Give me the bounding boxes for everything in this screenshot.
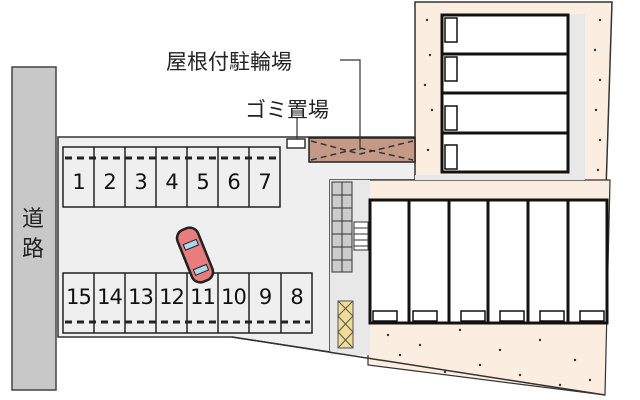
upper-building [440, 13, 570, 174]
parking-row-bottom [62, 272, 313, 334]
car-icon [175, 226, 215, 284]
road [11, 66, 57, 391]
parking-stall-14: 14 [97, 285, 123, 309]
staircase [331, 181, 369, 273]
parking-stall-3: 3 [134, 170, 147, 194]
parking-stall-1: 1 [72, 170, 85, 194]
parking-stall-5: 5 [196, 170, 209, 194]
garbage-area [286, 138, 306, 149]
bike-shelter [308, 137, 416, 163]
parking-stall-11: 11 [190, 285, 216, 309]
parking-stall-10: 10 [221, 285, 247, 309]
parking-stall-7: 7 [258, 170, 271, 194]
parking-stall-2: 2 [103, 170, 116, 194]
parking-stall-9: 9 [258, 285, 272, 309]
parking-row-top [62, 146, 281, 208]
parking-stall-13: 13 [128, 285, 154, 309]
parking-stall-4: 4 [165, 170, 178, 194]
parking-stall-15: 15 [66, 285, 92, 309]
covered-bicycle-parking-label: 屋根付駐輪場 [166, 50, 292, 74]
lower-building [368, 198, 609, 325]
storage-crate [337, 300, 354, 349]
parking-stall-6: 6 [227, 170, 240, 194]
parking-stall-8: 8 [290, 285, 303, 309]
parking-stall-12: 12 [159, 285, 185, 309]
road-label: 道路 [22, 207, 45, 262]
garbage-area-label: ゴミ置場 [245, 98, 329, 122]
